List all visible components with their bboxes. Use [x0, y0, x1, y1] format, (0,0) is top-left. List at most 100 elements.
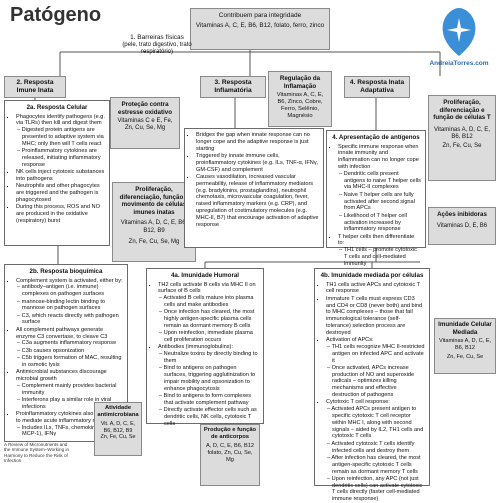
barreiras-title: 1. Barreiras físicas — [130, 34, 184, 41]
list-item-text: Antimicrobial substances discourage micr… — [16, 369, 107, 382]
box-2b-list: Complement system is activated, either b… — [9, 278, 123, 439]
protecao-heading: Proteção contra estresse oxidativo — [118, 101, 172, 116]
sub-list-item: C3a augments inflammatory response — [22, 340, 123, 347]
sub-list-item: Bind to antigens to form complexes that … — [164, 393, 259, 407]
sub-list-item: Activated cytotoxic T cells identify inf… — [331, 441, 425, 455]
antimicrobiana-minerals: Zn, Fe, Cu, Se — [100, 434, 136, 441]
list-item-text: Complement system is activated, either b… — [16, 277, 123, 284]
sub-list-item: Interferons play a similar role in viral… — [22, 397, 123, 411]
step-imune-inata: 2. Resposta Imune Inata — [4, 76, 66, 98]
celular-mediada-heading: Imunidade Celular Mediada — [438, 321, 492, 336]
sub-list-item: Proinflammatory cytokines are released, … — [22, 148, 105, 168]
sub-list-item: Upon reinfection, any APC (not just dend… — [332, 476, 425, 503]
box-4-apresentacao-antigenos: 4. Apresentação de antígenos Specific im… — [326, 130, 426, 281]
list-item: Bridges the gap when innate response can… — [196, 132, 319, 152]
list-item-text: NK cells inject cytotoxic substances int… — [16, 169, 105, 182]
list-item: TH1 cells active APCs and cytotoxic T ce… — [326, 282, 425, 296]
regulacao-heading: Regulação da Inflamação — [279, 75, 321, 90]
sub-list-item: antibody–antigen (i.e. immune) complexes… — [22, 284, 123, 298]
sub-list-item: Complement mainly provides bacterial imm… — [22, 383, 123, 397]
proliferacao-t-heading: Proliferação, diferenciação e função de … — [433, 99, 491, 122]
box-4-heading: 4. Apresentação de antígenos — [332, 134, 420, 141]
celular-mediada-box: Imunidade Celular Mediada Vitaminas A, D… — [434, 318, 496, 374]
box-3-resposta-inflamatoria: Bridges the gap when innate response can… — [184, 128, 324, 248]
box-2a-resposta-celular: 2a. Resposta Celular Phagocytes identify… — [4, 100, 110, 246]
sub-list-item: TH1 cells – promote cytotoxic T cells an… — [344, 247, 421, 267]
sub-list-item: C3b causes opsonization — [22, 348, 123, 355]
box-4a-heading: 4a. Imunidade Humoral — [170, 272, 240, 279]
proliferacao-t-box: Proliferação, diferenciação e função de … — [428, 95, 496, 181]
list-item: Proinflammatory cytokines also released,… — [16, 411, 123, 438]
list-item: Activation of APCs:TH1 cells recognize M… — [326, 337, 425, 399]
sub-list-item: Dendritic cells present antigens to naiv… — [344, 171, 421, 191]
sub-list-item: Activated APCs present antigen to specif… — [331, 406, 425, 440]
list-item: Immature T cells must express CD3 and CD… — [326, 296, 425, 337]
sub-list-item: Neutralize toxins by directly binding to… — [164, 351, 259, 365]
celular-mediada-minerals: Zn, Fe, Cu, Se — [446, 353, 484, 360]
list-item-text: T helper cells then differentiate to: — [338, 233, 415, 247]
proliferacao-inata-minerals: Zn, Fe, Cu, Se, Mg — [128, 238, 180, 245]
list-item-text: Antibodies (immunoglobulins): — [158, 344, 233, 351]
box-2a-heading: 2a. Resposta Celular — [26, 104, 88, 111]
logo-icon — [442, 8, 476, 56]
box-4a-imunidade-humoral: 4a. Imunidade Humoral TH2 cells activate… — [146, 268, 264, 427]
box-2b-heading: 2b. Resposta bioquímica — [29, 268, 103, 275]
protecao-vitamins: Vitaminas C e E, Fe, Zn, Cu, Se, Mg — [117, 118, 173, 132]
box-4b-imunidade-celulas: 4b. Imunidade mediada por células TH1 ce… — [314, 268, 430, 502]
sub-list-item: C3, which reacts directly with pathogen … — [22, 313, 123, 327]
proliferacao-inata-heading: Proliferação, diferenciação, função e mo… — [119, 186, 189, 216]
acoes-inibidoras-heading: Ações inibidoras — [437, 211, 487, 218]
sub-list-item: After infection has cleared, the most an… — [331, 455, 425, 475]
list-item-text: During this process, ROS and NO are prod… — [16, 204, 100, 224]
box-2a-list: Phagocytes identify pathogens (e.g. via … — [9, 114, 105, 225]
anticorpos-heading: Produção e função de anticorpos — [203, 427, 257, 441]
logo-site: AndreiaTorres.com — [429, 60, 489, 67]
list-item: Complement system is activated, either b… — [16, 278, 123, 327]
box-4b-list: TH1 cells active APCs and cytotoxic T ce… — [319, 282, 425, 503]
integrity-box: Contribuem para integridade Vitaminas A,… — [190, 8, 330, 50]
barreiras-subtitle: (pele, trato digestivo, trato respiratór… — [122, 41, 192, 55]
barreiras-block: 1. Barreiras físicas (pele, trato digest… — [112, 34, 202, 56]
list-item-text: Phagocytes identify pathogens (e.g. via … — [16, 113, 105, 127]
proliferacao-t-vitamins: Vitaminas A, D, C, E, B6, B12 — [434, 126, 490, 140]
list-item-text: Neutrophils and other phagocytes are tri… — [16, 183, 100, 203]
box-4a-list: TH2 cells activate B cells via MHC II on… — [151, 282, 259, 428]
antimicrobiana-vitamins: Vit. A, D, C, E, B6, B12, B9 — [100, 421, 136, 434]
sub-list-item: Once activated, APCs increase production… — [332, 365, 425, 399]
acoes-inibidoras-vitamins: Vitaminas D, E, B6 — [436, 222, 488, 229]
list-item: Specific immune response when innate imm… — [338, 144, 421, 234]
proliferacao-inata-vitamins: Vitaminas A, D, C, E, B6, B12, B9 — [120, 220, 188, 234]
logo: AndreiaTorres.com — [424, 6, 494, 76]
proliferacao-t-minerals: Zn, Fe, Cu, Se — [442, 143, 482, 150]
list-item: All complement pathways generate enzyme … — [16, 327, 123, 369]
antimicrobiana-heading: Atividade antimicrobiana — [97, 405, 139, 419]
list-item: NK cells inject cytotoxic substances int… — [16, 169, 105, 183]
list-item-text: Specific immune response when innate imm… — [338, 143, 419, 170]
list-item: Antibodies (immunoglobulins):Neutralize … — [158, 344, 259, 427]
anticorpos-box: Produção e função de anticorpos A, D, C,… — [200, 424, 260, 486]
protecao-box: Proteção contra estresse oxidativo Vitam… — [110, 97, 180, 149]
list-item: During this process, ROS and NO are prod… — [16, 204, 105, 224]
regulacao-box: Regulação da Inflamação Vitaminas A, C, … — [268, 71, 332, 127]
antimicrobiana-box: Atividade antimicrobiana Vit. A, D, C, E… — [94, 402, 142, 456]
sub-list-item: TH1 cells recognize MHC II-restricted an… — [332, 344, 425, 364]
list-item-text: Proinflammatory cytokines also released,… — [16, 411, 118, 424]
list-item: TH2 cells activate B cells via MHC II on… — [158, 282, 259, 344]
sub-list-item: Once infection has cleared, the most hig… — [164, 309, 259, 329]
list-item: Phagocytes identify pathogens (e.g. via … — [16, 114, 105, 169]
list-item: Cytotoxic T cell response:Activated APCs… — [326, 399, 425, 503]
sub-list-item: Likelihood of T helper cell activation i… — [344, 213, 421, 233]
sub-list-item: Directly activate effector cells such as… — [164, 407, 259, 427]
list-item: Neutrophils and other phagocytes are tri… — [16, 183, 105, 203]
step-inata-adaptativa: 4. Resposta Inata Adaptativa — [344, 76, 410, 98]
list-item-text: All complement pathways generate enzyme … — [16, 326, 108, 340]
sub-list-item: Bind to antigens on pathogen surfaces, t… — [164, 365, 259, 392]
list-item: Causes vasodilation, increased vascular … — [196, 174, 319, 229]
reference-text: A Review of Micronutrients and the Immun… — [4, 442, 70, 463]
list-item-text: Immature T cells must express CD3 and CD… — [326, 295, 423, 336]
reference: A Review of Micronutrients and the Immun… — [4, 442, 74, 463]
sub-list-item: C5b triggers formation of MAC, resulting… — [22, 355, 123, 369]
sub-list-item: Upon reinfection, immediate plasma cell … — [164, 330, 259, 344]
integrity-heading: Contribuem para integridade — [218, 12, 302, 19]
list-item-text: TH1 cells active APCs and cytotoxic T ce… — [326, 281, 420, 295]
